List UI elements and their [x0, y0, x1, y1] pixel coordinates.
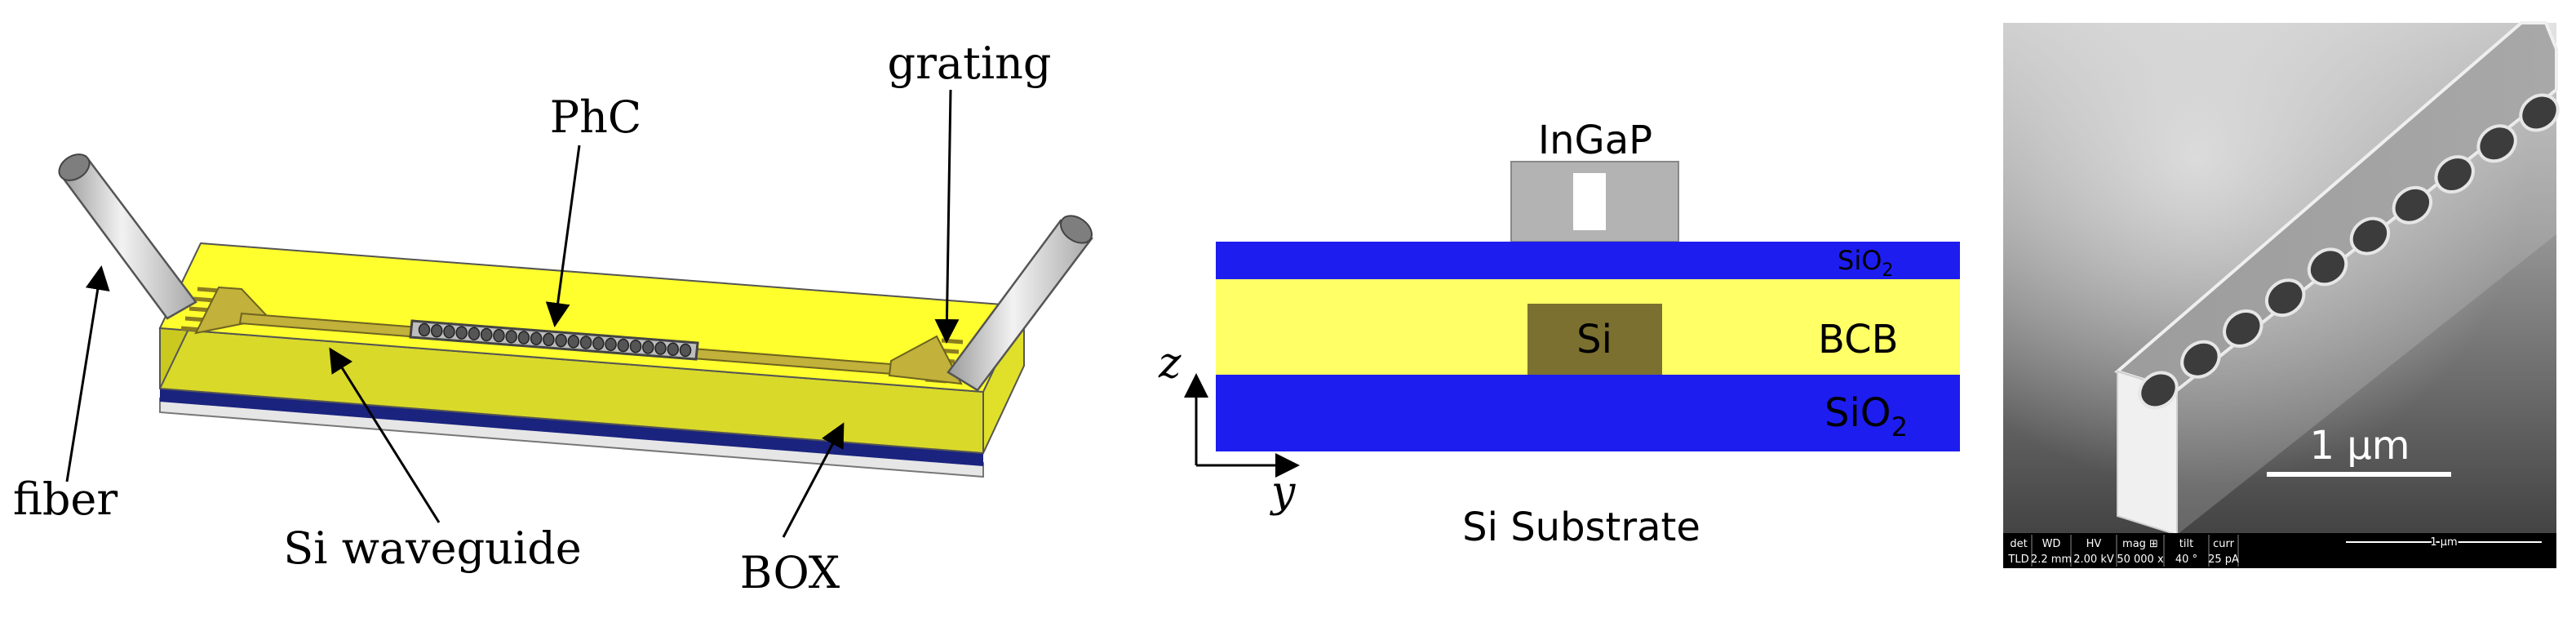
sem-hole: [2264, 278, 2306, 318]
fiber-arrow: [65, 265, 110, 482]
phc-arrow: [545, 144, 581, 327]
databar-header: WD: [2042, 538, 2061, 550]
right-fiber: [947, 215, 1093, 392]
fiber-label: fiber: [13, 474, 118, 525]
box-label: BOX: [740, 547, 840, 598]
phc-hole: [543, 332, 555, 347]
sio2-top-layer: [1216, 242, 1960, 279]
phc-hole: [493, 328, 505, 343]
left-fiber: [58, 153, 197, 320]
si-waveguide-arrow: [329, 347, 441, 523]
phc-hole: [468, 327, 481, 341]
phc-hole: [418, 322, 431, 337]
phc-hole: [679, 343, 692, 358]
scale-bar-label: 1 µm: [2309, 423, 2410, 469]
grating-label: grating: [888, 38, 1052, 89]
substrate-label: Si Substrate: [1462, 505, 1700, 550]
phc-label: PhC: [550, 91, 641, 143]
phc-hole: [629, 339, 642, 353]
si-core: [1527, 304, 1662, 375]
phc-hole: [480, 327, 493, 342]
grating-arrow: [934, 89, 960, 344]
sem-hole: [2434, 155, 2475, 194]
sem-databar: [2003, 533, 2556, 568]
phc-hole: [605, 337, 617, 352]
panel-b: z y InGaP SiO2 Si BCB SiO2 Si Substrate: [1158, 118, 1960, 550]
databar-header: mag ⊞: [2122, 538, 2158, 550]
phc-hole: [517, 331, 530, 345]
sem-hole: [2349, 216, 2391, 256]
databar-header: det: [2010, 538, 2027, 550]
phc-hole: [455, 326, 468, 340]
phc-hole: [617, 338, 630, 353]
databar-value: 2.00 kV: [2073, 554, 2114, 566]
phc-hole: [505, 330, 517, 344]
sem-holes: [2138, 93, 2560, 410]
databar-value: 40 °: [2175, 554, 2197, 566]
sem-hole: [2476, 124, 2517, 163]
databar-value: TLD: [2007, 554, 2028, 566]
phc-hole: [430, 323, 443, 338]
z-axis-label: z: [1158, 339, 1182, 388]
sem-hole: [2223, 309, 2263, 348]
bcb-label: BCB: [1818, 317, 1899, 362]
databar-scale-label: 1 µm: [2430, 536, 2457, 549]
phc-hole: [654, 341, 667, 355]
phc-hole: [642, 340, 654, 354]
databar-value: 50 000 x: [2117, 554, 2164, 566]
sem-hole: [2392, 185, 2433, 225]
sio2-bottom-layer: [1216, 375, 1960, 451]
phc-hole: [567, 335, 580, 349]
si-label: Si: [1576, 317, 1612, 362]
box-arrow: [782, 422, 845, 538]
phc-hole: [592, 336, 605, 350]
ingap-label: InGaP: [1538, 118, 1652, 163]
phc-hole: [579, 336, 592, 349]
sem-hole: [2519, 93, 2560, 132]
databar-header: curr: [2213, 538, 2235, 550]
phc-hole: [555, 333, 567, 348]
phc-hole: [443, 325, 455, 339]
sem-hole: [2138, 371, 2179, 410]
sem-hole: [2307, 247, 2348, 287]
databar-header: tilt: [2179, 538, 2193, 550]
databar-value: 2.2 mm: [2031, 554, 2072, 566]
phc-hole: [667, 342, 680, 357]
phc-hole: [530, 331, 543, 345]
ingap-slot: [1573, 173, 1606, 230]
si-waveguide-label: Si waveguide: [283, 522, 581, 574]
sem-hole: [2180, 340, 2221, 379]
panel-a: PhC grating fiber Si waveguide BOX: [13, 38, 1093, 598]
phc-holes: [418, 322, 692, 358]
y-axis-label: y: [1270, 468, 1296, 517]
databar-value: 25 pA: [2208, 554, 2239, 566]
waveguide-taper-right: [888, 335, 963, 385]
databar-header: HV: [2086, 538, 2102, 550]
sio2-top-label: SiO2: [1838, 245, 1893, 281]
sio2-bottom-label: SiO2: [1824, 390, 1908, 442]
